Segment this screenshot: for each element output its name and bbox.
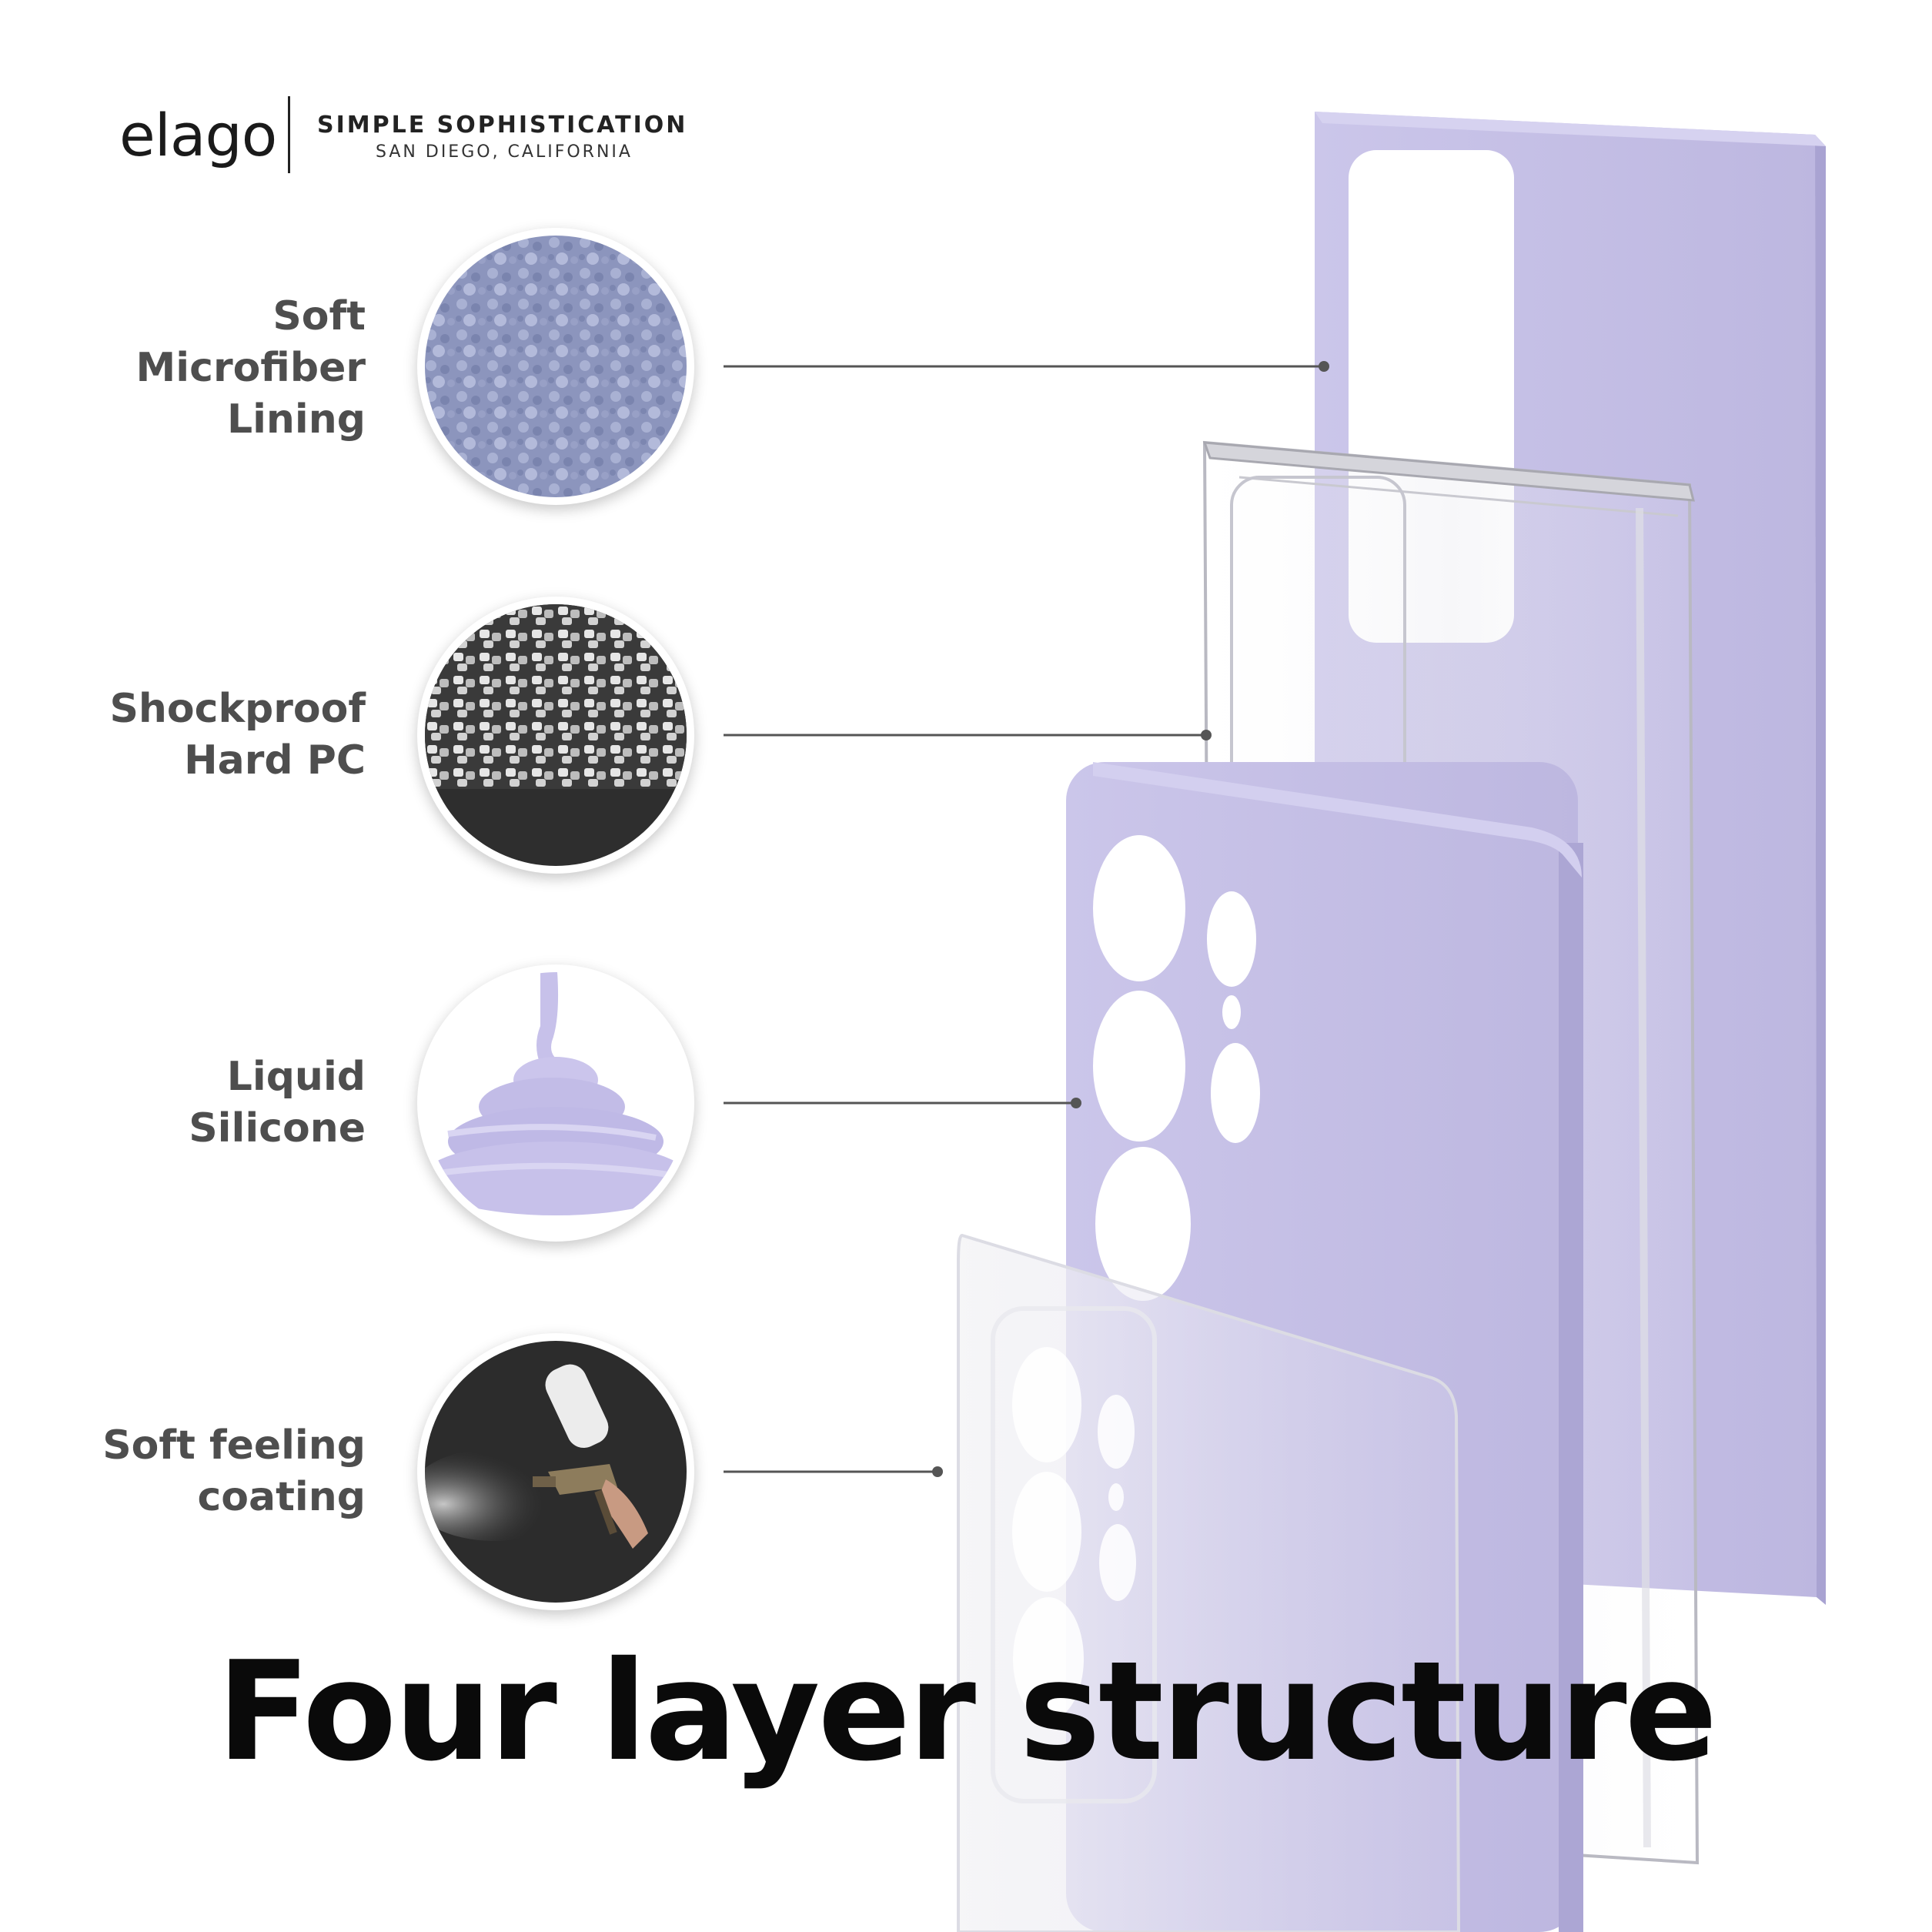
feature-label-silicone: Liquid Silicone bbox=[0, 1051, 366, 1155]
header-divider bbox=[288, 96, 290, 173]
brand-location: SAN DIEGO, CALIFORNIA bbox=[376, 142, 633, 162]
feature-label-line: Hard PC bbox=[184, 737, 366, 784]
microfiber-texture-icon bbox=[417, 228, 694, 505]
spray-gun-icon bbox=[417, 1333, 694, 1610]
feature-label-line: Soft bbox=[272, 293, 366, 339]
brand-logo: elago bbox=[119, 101, 277, 169]
feature-label-line: Liquid bbox=[226, 1054, 366, 1100]
feature-label-hard-pc: Shockproof Hard PC bbox=[0, 684, 366, 787]
pc-pellets-icon bbox=[417, 597, 694, 874]
headline: Four layer structure bbox=[216, 1632, 1718, 1791]
feature-label-line: coating bbox=[197, 1474, 366, 1520]
feature-label-microfiber: Soft Microfiber Lining bbox=[0, 291, 366, 446]
soft-coating-layer bbox=[957, 1233, 1461, 1932]
silicone-swirl-icon bbox=[417, 964, 694, 1242]
feature-label-line: Shockproof bbox=[109, 686, 366, 732]
feature-label-line: Lining bbox=[226, 396, 366, 443]
brand-tagline: SIMPLE SOPHISTICATION bbox=[317, 112, 688, 139]
feature-label-line: Microfiber bbox=[135, 345, 366, 391]
feature-label-line: Silicone bbox=[189, 1105, 366, 1152]
feature-label-line: Soft feeling bbox=[102, 1422, 366, 1469]
feature-label-coating: Soft feeling coating bbox=[0, 1420, 366, 1523]
